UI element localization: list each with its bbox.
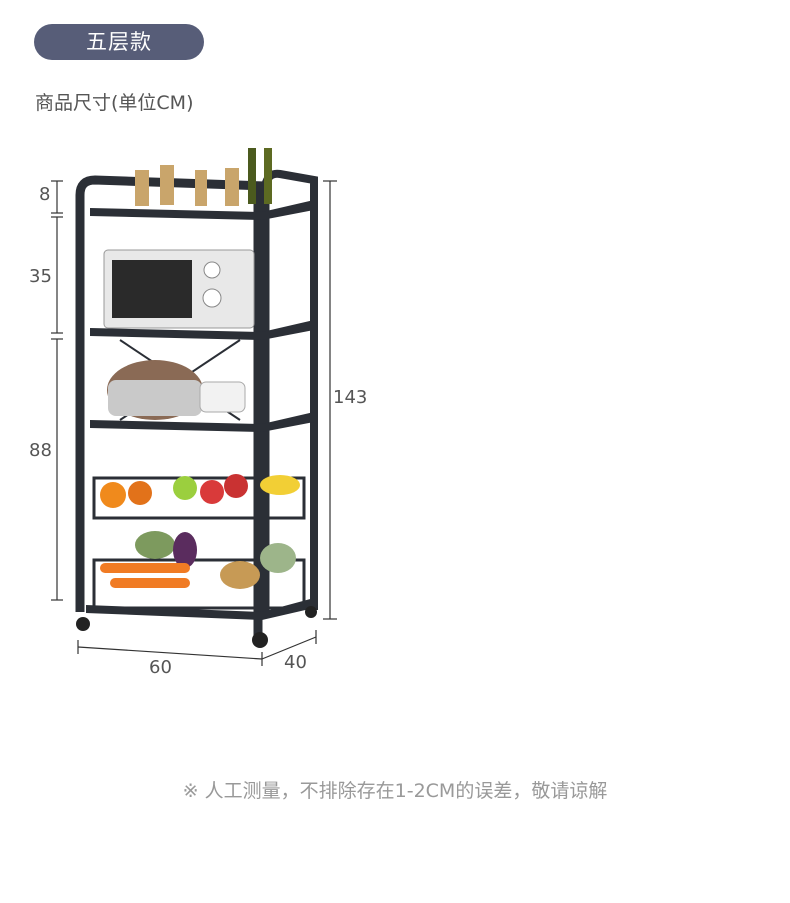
measurement-disclaimer: ※ 人工测量，不排除存在1-2CM的误差，敬请谅解 <box>182 780 608 802</box>
fruit-basket <box>100 474 300 508</box>
dim-upper: 35 <box>29 266 52 287</box>
variant-badge[interactable]: 五层款 <box>34 24 204 60</box>
dim-height: 143 <box>333 387 368 408</box>
dim-width: 60 <box>149 657 172 678</box>
dim-lower: 88 <box>29 440 52 461</box>
vegetable-basket <box>100 531 296 589</box>
dim-top-gap: 8 <box>39 184 51 205</box>
shelf-items <box>100 148 300 589</box>
dimension-title: 商品尺寸(单位CM) <box>35 92 194 114</box>
dim-depth: 40 <box>284 652 307 673</box>
dimension-lines <box>51 180 337 666</box>
rack-frame <box>75 169 318 648</box>
